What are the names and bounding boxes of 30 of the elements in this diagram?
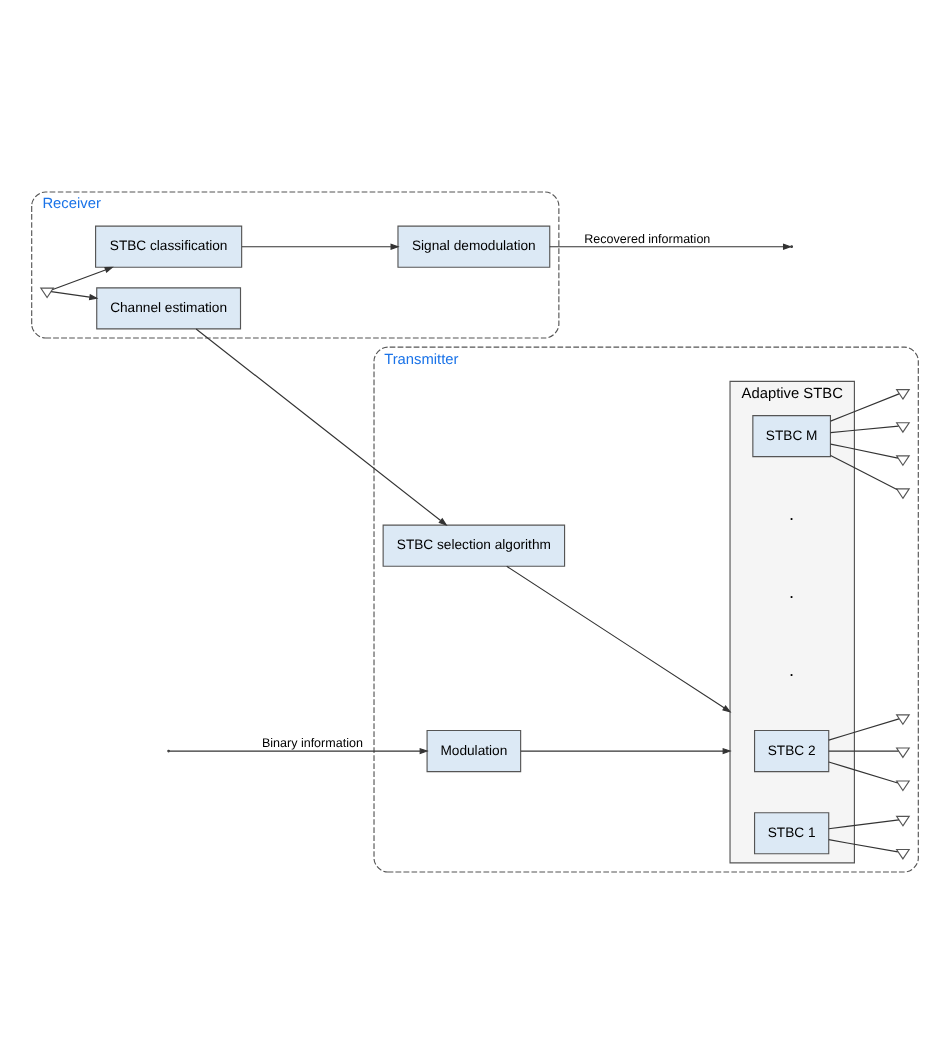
node-antenna: [894, 847, 910, 859]
node-antenna: [894, 487, 910, 499]
arrow: [240, 242, 399, 249]
node-antenna: [894, 388, 910, 400]
label: .: [788, 503, 794, 524]
node-antenna: [894, 713, 910, 725]
label: .: [788, 580, 794, 601]
arrow: [505, 564, 731, 712]
arrow: [168, 746, 428, 754]
node-antenna: [894, 779, 910, 791]
connector: [827, 818, 899, 829]
node-antenna: [894, 746, 910, 758]
node-antenna: [894, 421, 910, 433]
connector: [827, 749, 898, 751]
arrow: [49, 290, 98, 300]
connector: [829, 454, 897, 490]
arrow: [51, 265, 113, 290]
connector: [827, 760, 898, 783]
connector: [827, 717, 899, 740]
connector: [829, 424, 899, 433]
connector: [827, 838, 898, 852]
arrow: [519, 746, 731, 754]
node-antenna: [38, 286, 54, 298]
node-antenna: [894, 454, 910, 466]
arrow: [548, 242, 792, 249]
arrow: [194, 327, 447, 525]
label: .: [788, 658, 794, 679]
node-antenna: [894, 814, 910, 826]
connector: [829, 392, 899, 421]
connector: [829, 442, 898, 458]
